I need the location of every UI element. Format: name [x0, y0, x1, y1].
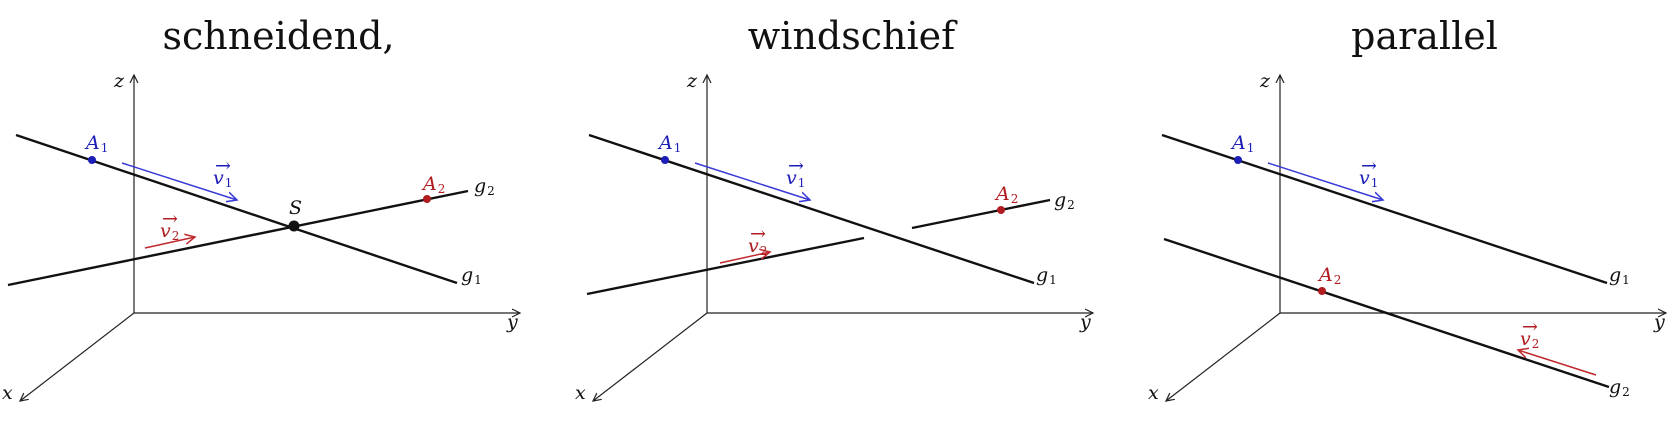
line-g2-front: [586, 236, 865, 296]
vector-v1: [121, 162, 237, 200]
x-axis-label: x: [1148, 382, 1159, 404]
label-g2: g2: [1609, 376, 1630, 399]
label-v1: v1: [786, 167, 805, 190]
point-a2: [1318, 287, 1326, 295]
point-a1: [88, 156, 96, 164]
point-s: [288, 220, 300, 232]
vector-v2: [1518, 350, 1597, 376]
diagram-windschief: z y x A1 A2 v1 → v2 → g1 g2: [575, 70, 1130, 404]
y-axis-label: y: [1079, 311, 1091, 333]
point-a1: [1234, 156, 1242, 164]
vector-v1: [694, 162, 810, 200]
y-axis-label: y: [506, 311, 518, 333]
label-a2: A2: [994, 183, 1018, 206]
label-v2: v2: [748, 235, 767, 258]
label-g1: g1: [1609, 264, 1630, 287]
label-g1: g1: [461, 264, 482, 287]
z-axis-label: z: [1259, 70, 1271, 92]
panel-schneidend: schneidend, z y x A1 A2 S v1 → v2 → g1 g…: [0, 0, 557, 427]
line-g1: [15, 133, 458, 285]
arrow-accent-v1: →: [788, 155, 804, 177]
panel-title: schneidend,: [162, 14, 395, 58]
label-v2: v2: [1520, 328, 1539, 351]
diagram-schneidend: z y x A1 A2 S v1 → v2 → g1 g2: [2, 70, 557, 404]
arrow-accent-v1: →: [1361, 155, 1377, 177]
arrow-accent-v2: →: [162, 208, 178, 230]
x-axis: [1166, 312, 1281, 401]
label-v2: v2: [160, 220, 179, 243]
point-a2: [423, 195, 431, 203]
x-axis-label: x: [2, 382, 13, 404]
label-g1: g1: [1036, 264, 1057, 287]
vector-v1: [1267, 162, 1383, 200]
label-a1: A1: [657, 132, 681, 155]
line-g2-back: [911, 198, 1051, 230]
diagram-parallel: z y x A1 A2 v1 → v2 → g1 g2: [1148, 70, 1672, 404]
label-a2: A2: [1317, 264, 1341, 287]
arrow-accent-v1: →: [215, 155, 231, 177]
vector-v2: [144, 237, 195, 249]
y-axis-label: y: [1653, 311, 1665, 333]
panel-windschief: windschief z y x A1 A2 v1 → v2 → g1 g2: [573, 0, 1130, 427]
label-g2: g2: [1054, 189, 1075, 212]
x-axis: [20, 312, 135, 401]
point-a1: [661, 156, 669, 164]
label-g2: g2: [474, 175, 495, 198]
x-axis-label: x: [575, 382, 586, 404]
label-v1: v1: [213, 167, 232, 190]
label-a1: A1: [84, 132, 108, 155]
arrow-accent-v2: →: [750, 223, 766, 245]
line-g2: [1163, 237, 1610, 389]
panel-title: parallel: [1351, 14, 1498, 58]
panel-parallel: parallel z y x A1 A2 v1 → v2 → g1 g2: [1146, 0, 1672, 427]
line-g2: [7, 189, 469, 287]
vector-v2: [719, 252, 770, 264]
point-a2: [997, 206, 1005, 214]
line-g1: [588, 133, 1035, 285]
z-axis-label: z: [113, 70, 125, 92]
label-a2: A2: [421, 173, 445, 196]
z-axis-label: z: [686, 70, 698, 92]
label-s: S: [289, 197, 302, 219]
x-axis: [593, 312, 708, 401]
label-a1: A1: [1230, 132, 1254, 155]
arrow-accent-v2: →: [1522, 316, 1538, 338]
panel-title: windschief: [747, 14, 956, 58]
label-v1: v1: [1359, 167, 1378, 190]
